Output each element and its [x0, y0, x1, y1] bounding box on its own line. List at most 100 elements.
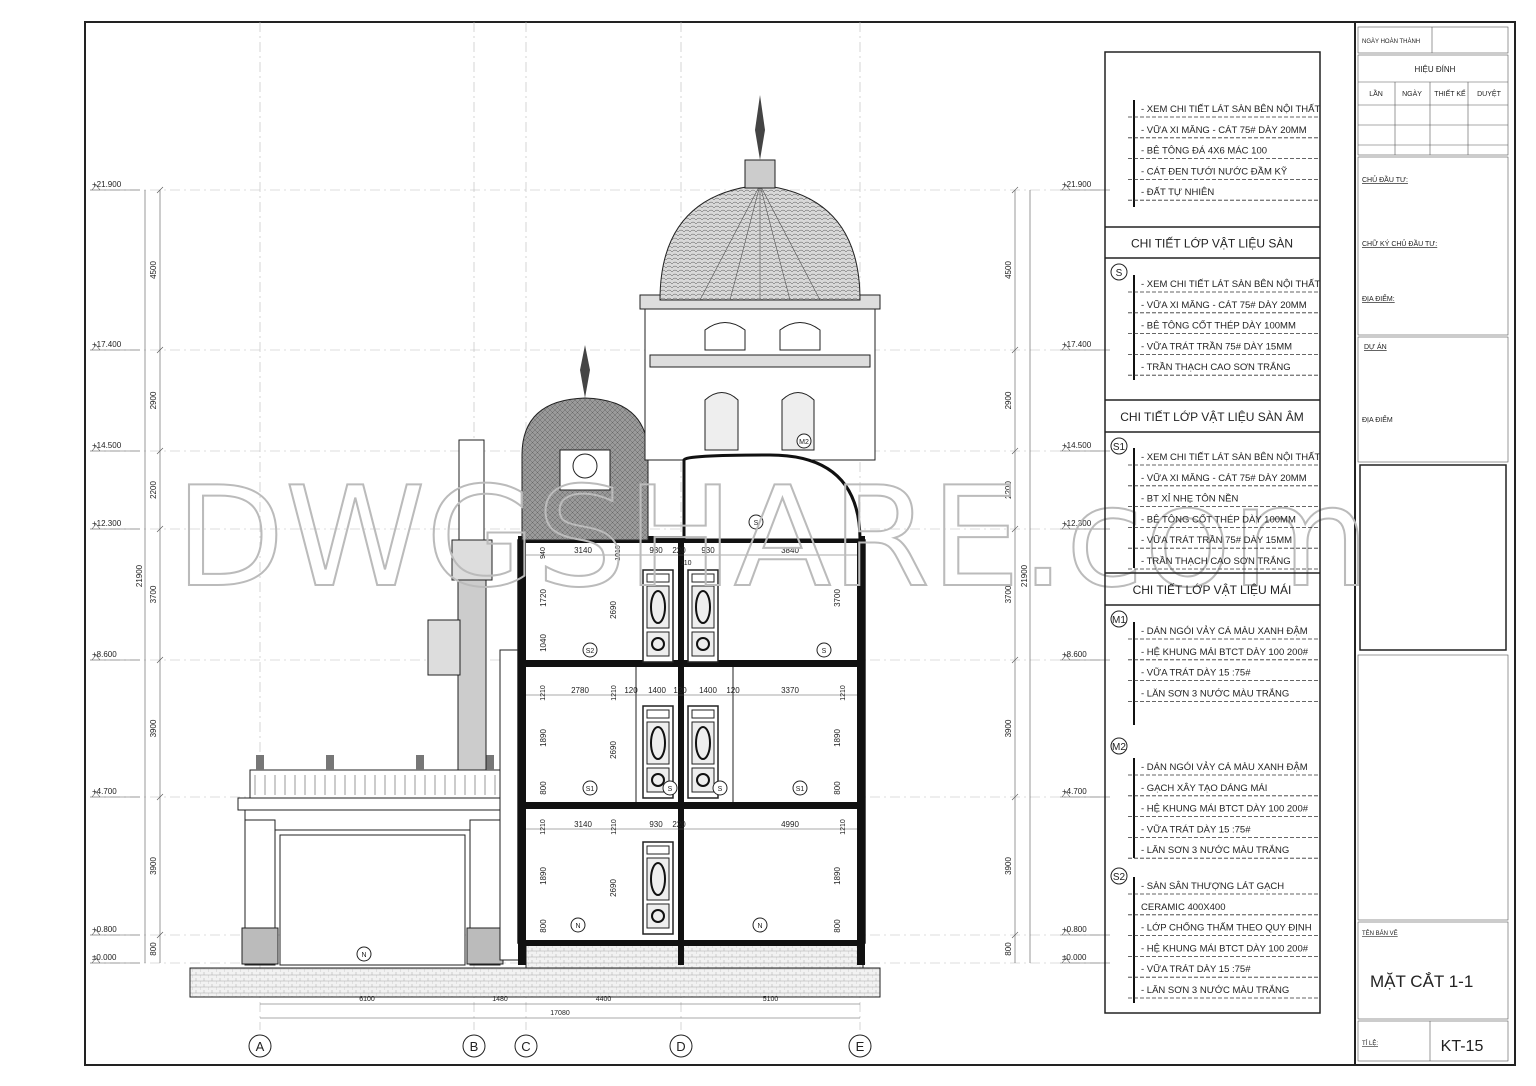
location-label: ĐỊA ĐIỂM: — [1362, 294, 1395, 303]
level-marker — [90, 791, 140, 798]
level-label-right: +0.800 — [1062, 925, 1087, 934]
legend-item: - XEM CHI TIẾT LÁT SÀN BÊN NỘI THẤT — [1141, 279, 1321, 290]
legend-item: - VỮA XI MĂNG - CÁT 75# DÀY 20MM — [1141, 300, 1307, 311]
interior-dim: 3370 — [781, 686, 799, 695]
axis-bubble — [669, 1034, 693, 1058]
legend-tag-label: S1 — [1113, 442, 1126, 453]
project-location-label: ĐỊA ĐIỂM — [1362, 415, 1393, 424]
door — [642, 841, 674, 935]
legend-item: - SÀN SÂN THƯỢNG LÁT GẠCH — [1141, 881, 1284, 892]
level-label-left: +12.300 — [92, 519, 122, 528]
level-marker — [90, 184, 140, 191]
horizontal-dim: 4400 — [596, 996, 612, 1003]
legend-tag — [1110, 737, 1128, 755]
legend-item: - XEM CHI TIẾT LÁT SÀN BÊN NỘI THẤT — [1141, 104, 1321, 115]
revision-title: HIỆU ĐÍNH — [1415, 65, 1456, 74]
revision-col-thietke: THIẾT KẾ — [1434, 88, 1466, 98]
interior-dim: 1040 — [539, 634, 548, 652]
level-marker — [90, 654, 140, 661]
interior-dim: 1890 — [833, 867, 842, 885]
level-marker — [1060, 929, 1110, 936]
material-tag-label: S — [668, 786, 673, 793]
level-marker — [1060, 184, 1110, 191]
vertical-dim-left: 800 — [149, 942, 158, 956]
material-tag — [796, 433, 812, 449]
material-tag-label: S1 — [796, 786, 805, 793]
axis-bubble — [248, 1034, 272, 1058]
legend-item: - GẠCH XÂY TẠO DÁNG MÁI — [1141, 783, 1267, 794]
legend-tag — [1110, 610, 1128, 628]
level-label-left: +4.700 — [92, 787, 117, 796]
scale-label: TỈ LỆ: — [1362, 1039, 1378, 1047]
sheet-border — [84, 21, 1516, 1066]
revision-col-duyet: DUYỆT — [1477, 89, 1501, 98]
legend-item: - LỚP CHỐNG THẤM THEO QUY ĐỊNH — [1141, 922, 1312, 934]
drawing-name: MẶT CẮT 1-1 — [1370, 972, 1473, 991]
legend-section-title: CHI TIẾT LỚP VẬT LIỆU MÁI — [1133, 582, 1292, 597]
level-label-right: +12.300 — [1062, 519, 1092, 528]
legend-block-roof1: M1 - DÁN NGÓI VẢY CÁ MÀU XANH ĐẬM - HỆ KHU… — [1110, 610, 1320, 725]
logo-box — [1359, 464, 1507, 651]
legend-section-title: CHI TIẾT LỚP VẬT LIỆU SÀN ÂM — [1120, 409, 1303, 424]
interior-dim: 940 — [540, 547, 547, 559]
axis-bubble — [848, 1034, 872, 1058]
legend-item: - LĂN SƠN 3 NƯỚC MÀU TRẮNG — [1141, 985, 1289, 996]
interior-dim: 2690 — [609, 601, 618, 619]
decorative-column — [427, 439, 521, 961]
vertical-dim-right: 800 — [1004, 942, 1013, 956]
level-marker — [1060, 654, 1110, 661]
material-tag-label: S — [754, 520, 759, 527]
level-marker — [90, 445, 140, 452]
horizontal-dim: 1480 — [492, 996, 508, 1003]
vertical-dim-left: 2200 — [149, 481, 158, 499]
door — [687, 569, 719, 663]
interior-dim: 2780 — [571, 686, 589, 695]
legend-item: - LĂN SƠN 3 NƯỚC MÀU TRẮNG — [1141, 688, 1289, 699]
interior-dim: 3840 — [781, 546, 799, 555]
level-label-left: +14.500 — [92, 441, 122, 450]
level-marker — [1060, 344, 1110, 351]
total-height-left: 21900 — [135, 564, 144, 587]
level-marker — [1060, 523, 1110, 530]
material-tag — [752, 917, 768, 933]
legend-tag — [1110, 263, 1128, 281]
legend-item: - DÁN NGÓI VẢY CÁ MÀU XANH ĐẬM — [1141, 625, 1308, 637]
level-label-right: +4.700 — [1062, 787, 1087, 796]
legend-item: CERAMIC 400X400 — [1141, 902, 1225, 913]
vertical-dim-right: 2200 — [1004, 481, 1013, 499]
total-width: 17080 — [550, 1010, 570, 1017]
doors — [642, 569, 719, 935]
interior-dim: 110 — [680, 560, 691, 567]
sheet-number: KT-15 — [1441, 1038, 1484, 1055]
material-legend: - XEM CHI TIẾT LÁT SÀN BÊN NỘI THẤT - VỮA… — [1104, 51, 1321, 1014]
axis-label-D: D — [676, 1039, 685, 1054]
level-marker — [1060, 957, 1110, 964]
interior-dim: 1210 — [840, 685, 847, 701]
legend-item: - VỮA TRÁT TRẦN 75# DÀY 15MM — [1141, 341, 1292, 352]
legend-item: - VỮA TRÁT DÀY 15 :75# — [1141, 824, 1251, 835]
material-tag — [816, 642, 832, 658]
interior-dim: 1720 — [539, 589, 548, 607]
vertical-dim-right: 2900 — [1004, 391, 1013, 409]
axis-bubble — [462, 1034, 486, 1058]
material-tag-label: N — [575, 923, 580, 930]
level-label-right: +21.900 — [1062, 180, 1092, 189]
legend-tag — [1110, 437, 1128, 455]
interior-dim: 1210 — [611, 819, 618, 835]
material-tag — [582, 642, 598, 658]
interior-dim: 1210 — [540, 819, 547, 835]
axis-label-E: E — [856, 1039, 865, 1054]
level-label-right: +14.500 — [1062, 441, 1092, 450]
legend-item: - VỮA TRÁT DÀY 15 :75# — [1141, 964, 1251, 975]
legend-item: - BÊ TÔNG CỐT THÉP DÀY 100MM — [1141, 513, 1296, 525]
interior-dim: 1400 — [648, 686, 666, 695]
legend-item: - HỆ KHUNG MÁI BTCT DÀY 100 200# — [1141, 647, 1309, 658]
legend-tag-label: M1 — [1112, 615, 1126, 626]
left-dome — [521, 345, 649, 541]
vertical-dim-right: 3900 — [1004, 719, 1013, 737]
legend-block-sunken: S1- XEM CHI TIẾT LÁT SÀN BÊN NỘI THẤT- V… — [1110, 437, 1321, 570]
vertical-dim-right: 4500 — [1004, 261, 1013, 279]
vertical-dim-left: 4500 — [149, 261, 158, 279]
level-label-left: +0.800 — [92, 925, 117, 934]
